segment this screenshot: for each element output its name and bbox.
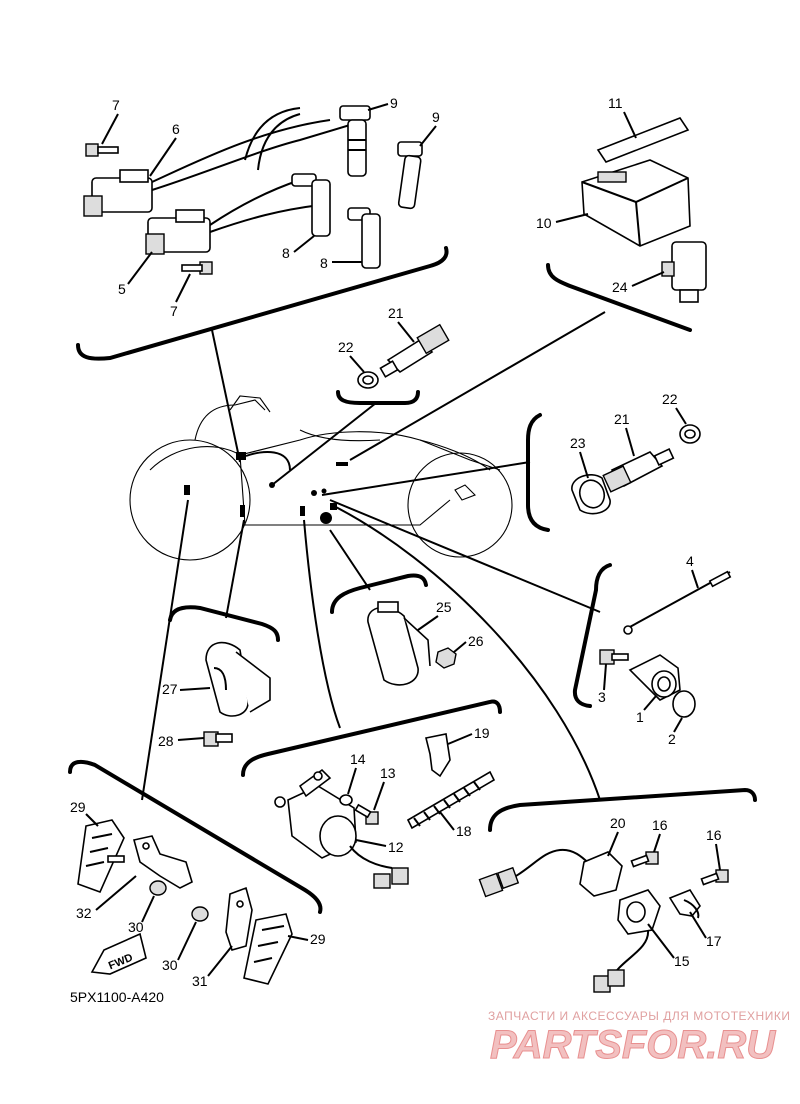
nut-26	[435, 647, 457, 669]
bolt-16b	[700, 869, 729, 886]
temp-sensor-21a	[379, 323, 450, 378]
callout-labels: 7 6 5 7 9 9 8 8 11 10 24 21 22 22 21 23 …	[70, 95, 722, 989]
callout-8a: 8	[282, 245, 290, 261]
callout-29a: 29	[70, 799, 86, 815]
strap-11	[596, 117, 690, 163]
ignition-coil-5	[145, 209, 211, 255]
washer-14	[339, 794, 353, 806]
clip-19	[425, 733, 451, 778]
spark-plug-cap-8b	[347, 207, 381, 269]
nut-30b	[191, 906, 209, 922]
callout-17: 17	[706, 933, 722, 949]
callout-2: 2	[668, 731, 676, 747]
pedal-pad-29b	[243, 913, 293, 985]
callout-18: 18	[456, 823, 472, 839]
callout-21a: 21	[388, 305, 404, 321]
o-ring-2	[672, 690, 696, 718]
bracket-32	[107, 835, 193, 889]
callout-21b: 21	[614, 411, 630, 427]
callout-16a: 16	[652, 817, 668, 833]
relay-24	[661, 241, 707, 303]
bolt-16a	[630, 851, 659, 868]
leader-lines	[141, 311, 606, 801]
sensor-sleeve-23	[571, 474, 611, 515]
speed-cable-4	[623, 570, 732, 635]
watermark-tagline: ЗАПЧАСТИ И АКСЕССУАРЫ ДЛЯ МОТОТЕХНИКИ	[488, 1009, 790, 1023]
callout-22a: 22	[338, 339, 354, 355]
callout-24: 24	[612, 279, 628, 295]
gasket-22a	[357, 371, 379, 389]
ecu-10	[581, 159, 691, 247]
callout-29b: 29	[310, 931, 326, 947]
callout-27: 27	[162, 681, 178, 697]
group-brackets	[68, 246, 757, 914]
callout-30b: 30	[162, 957, 178, 973]
bracket-17	[668, 889, 701, 919]
temp-sensor-21b	[602, 448, 675, 493]
nut-30a	[149, 880, 167, 896]
motorcycle-outline	[129, 395, 513, 561]
fwd-arrow	[90, 932, 147, 975]
bolt-3	[599, 649, 629, 665]
callout-11: 11	[608, 95, 623, 111]
gasket-22b	[679, 424, 701, 444]
callout-15: 15	[674, 953, 690, 969]
callout-10: 10	[536, 215, 552, 231]
callout-9b: 9	[432, 109, 440, 125]
bolt-28	[203, 731, 233, 747]
speed-sensor-1	[628, 654, 681, 701]
bolt-7b	[181, 261, 213, 275]
callout-19: 19	[474, 725, 490, 741]
callout-30a: 30	[128, 919, 144, 935]
callout-4: 4	[686, 553, 694, 569]
bolt-7a	[85, 143, 119, 157]
callout-5: 5	[118, 281, 126, 297]
bracket-31	[225, 886, 253, 951]
watermark-brand: PARTSFOR.RU	[490, 1023, 776, 1067]
callout-7b: 7	[170, 303, 178, 319]
spark-plug-cap-8a	[291, 173, 331, 237]
spark-plug-cap-9b	[397, 141, 423, 210]
callout-25: 25	[436, 599, 452, 615]
sensor-15	[593, 889, 661, 993]
callout-31: 31	[192, 973, 208, 989]
callout-22b: 22	[662, 391, 678, 407]
callout-26: 26	[468, 633, 484, 649]
spark-plug-cap-9a	[339, 105, 371, 177]
sensor-lead-20	[478, 848, 623, 898]
callout-13: 13	[380, 765, 396, 781]
callout-20: 20	[610, 815, 626, 831]
diagram-code: 5PX1100-A420	[70, 989, 164, 1005]
callout-16b: 16	[706, 827, 722, 843]
callout-9a: 9	[390, 95, 398, 111]
callout-3: 3	[598, 689, 606, 705]
ignition-coil-6	[83, 169, 153, 217]
callout-28: 28	[158, 733, 174, 749]
spring-rod-18	[406, 770, 496, 830]
callout-8b: 8	[320, 255, 328, 271]
callout-23: 23	[570, 435, 586, 451]
horn-27	[205, 641, 271, 717]
callout-12: 12	[388, 839, 404, 855]
parts	[77, 105, 732, 993]
callout-32: 32	[76, 905, 92, 921]
starter-motor-12	[274, 768, 409, 889]
callout-14: 14	[350, 751, 366, 767]
pedal-pad-29a	[77, 819, 125, 894]
callout-6: 6	[172, 121, 180, 137]
horn-25	[367, 601, 431, 686]
callout-1: 1	[636, 709, 644, 725]
bolt-13	[354, 803, 379, 825]
callout-7a: 7	[112, 97, 120, 113]
